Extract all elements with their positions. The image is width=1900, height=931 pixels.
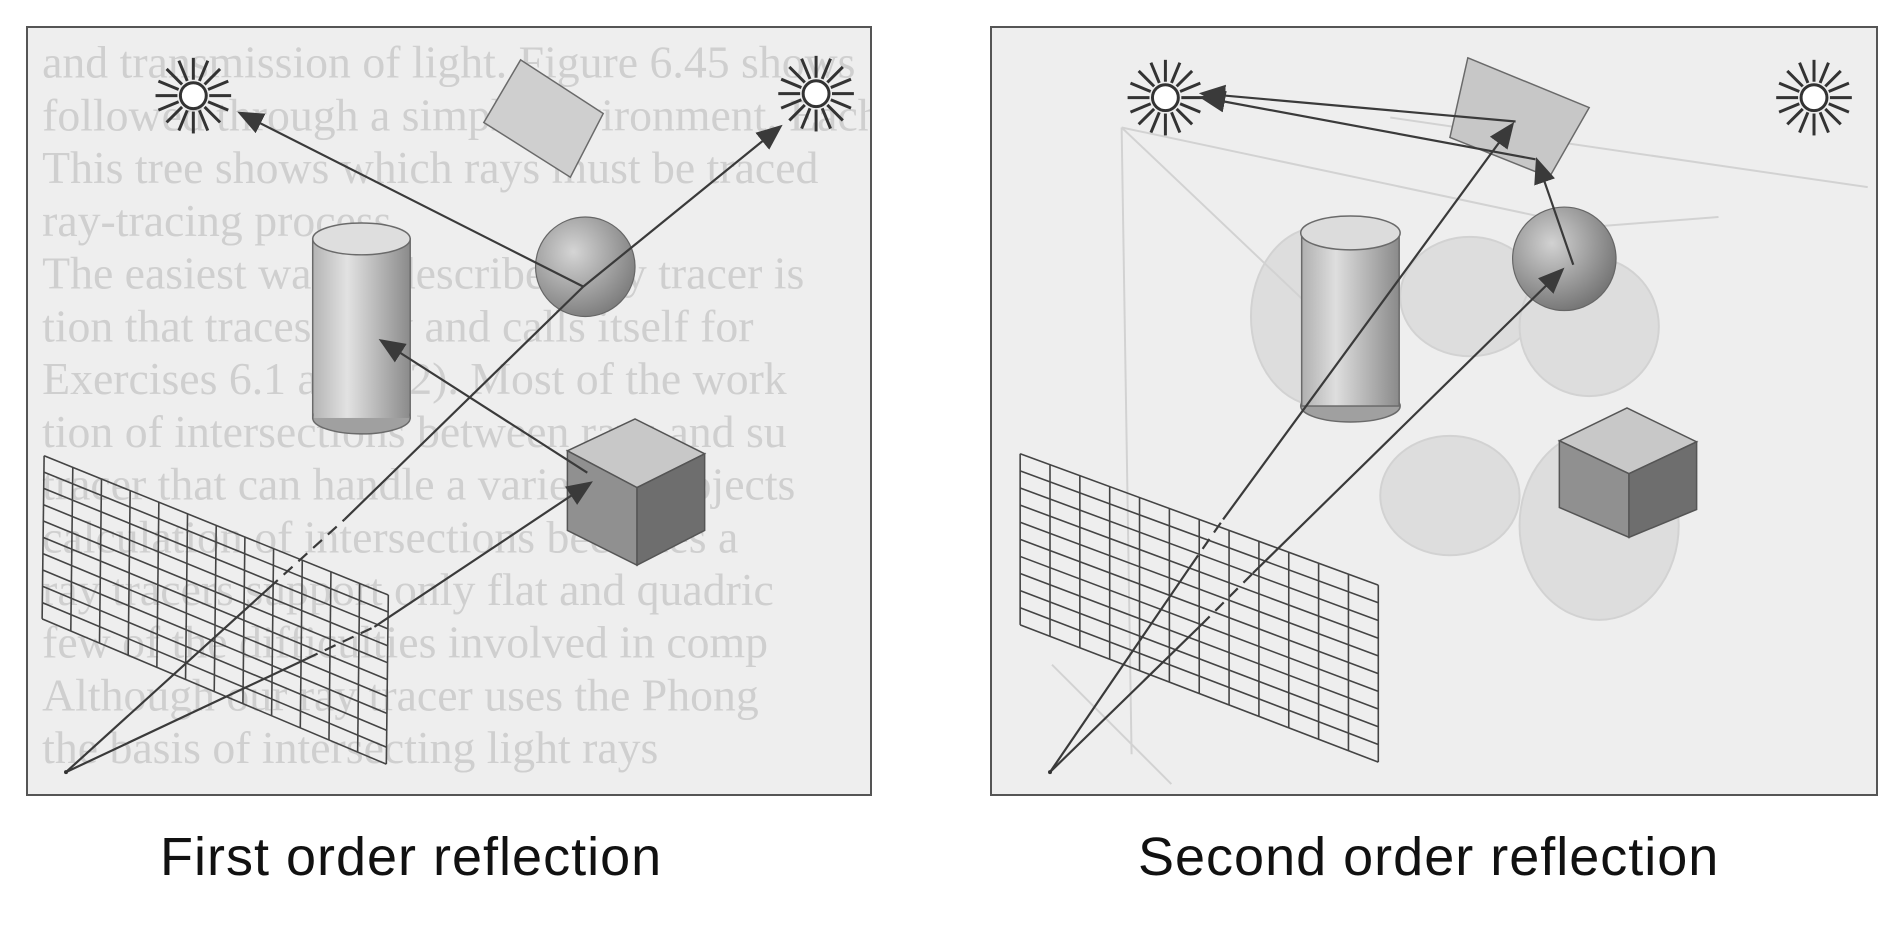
background-text-line: the basis of intersecting light rays: [42, 722, 658, 773]
image-plane-grid: [1019, 453, 1380, 763]
diagram-panel-second-order: [990, 26, 1878, 796]
background-text-line: and transmission of light. Figure 6.45 s…: [42, 37, 855, 88]
image-plane-grid: [41, 455, 390, 765]
light-source-icon: [1127, 59, 1204, 136]
sphere: [534, 216, 636, 318]
eye-point: [64, 770, 68, 775]
sphere: [1511, 206, 1617, 312]
second-order-diagram: [1019, 56, 1868, 785]
cylinder: [1299, 215, 1401, 423]
light-source-icon: [1776, 59, 1852, 136]
light-source-icon: [155, 57, 232, 134]
light-source-icon: [778, 55, 854, 132]
background-text-line: ray tracers support only flat and quadri…: [42, 564, 774, 615]
diagram-panel-first-order: and transmission of light. Figure 6.45 s…: [26, 26, 872, 796]
background-text-line: This tree shows which rays must be trace…: [42, 142, 818, 193]
background-text-line: Although our ray tracer uses the Phong: [42, 669, 759, 720]
caption-second-order: Second order reflection: [1138, 827, 1720, 887]
rays: [65, 111, 783, 774]
tilted-square: [482, 58, 605, 179]
eye-point: [1048, 770, 1052, 775]
cube: [1557, 407, 1699, 539]
background-text: and transmission of light. Figure 6.45 s…: [42, 37, 870, 773]
first-order-diagram: and transmission of light. Figure 6.45 s…: [41, 37, 870, 775]
cylinder: [311, 222, 411, 435]
background-text-line: The easiest way to describe a ray tracer…: [42, 248, 804, 299]
cube: [565, 418, 707, 567]
background-text-line: few of the difficulties involved in comp: [42, 617, 768, 668]
rays: [1049, 84, 1575, 773]
caption-first-order: First order reflection: [160, 827, 663, 887]
